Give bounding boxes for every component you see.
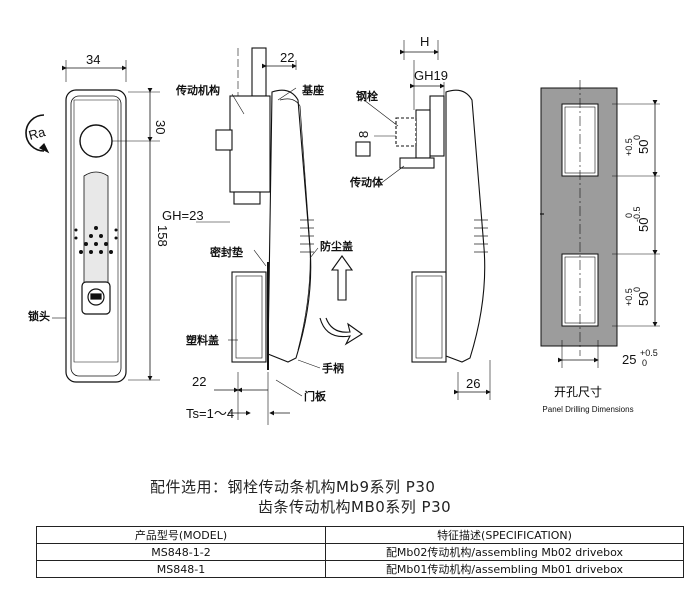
- tol-mid-plus: 0: [624, 213, 634, 218]
- side-view: [196, 47, 363, 425]
- panel-title-en: Panel Drilling Dimensions: [542, 405, 633, 414]
- label-drive-body: 传动体: [349, 175, 384, 189]
- front-view: [25, 60, 160, 383]
- dim-50-bottom: 50: [636, 292, 651, 306]
- dim-30: 30: [153, 120, 168, 134]
- dim-ts: Ts=1～4: [186, 406, 234, 421]
- table-row: MS848-1 配Mb01传动机构/assembling Mb01 driveb…: [36, 560, 684, 578]
- panel-drilling: [540, 80, 660, 368]
- label-door-panel: 门板: [304, 389, 327, 403]
- dim-50-mid: 50: [636, 218, 651, 232]
- accessories-line-2: 齿条传动机构MB0系列 P30: [258, 498, 452, 516]
- rotation-ra: Ra: [27, 124, 48, 143]
- dim-8: 8: [356, 131, 371, 138]
- cell-spec: 配Mb02传动机构/assembling Mb02 drivebox: [325, 543, 684, 561]
- dim-158: 158: [155, 225, 170, 247]
- cell-model: MS848-1-2: [36, 543, 326, 561]
- dim-22-top: 22: [280, 50, 294, 65]
- dim-26: 26: [466, 376, 480, 391]
- tol-mid-minus: -0.5: [632, 206, 642, 222]
- front-dots: [74, 226, 118, 254]
- rack-view: [355, 40, 491, 400]
- label-plastic-cover: 塑料盖: [186, 333, 219, 347]
- dim-h: H: [420, 34, 429, 49]
- label-drive-mechanism: 传动机构: [175, 83, 220, 97]
- dim-gh19: GH19: [414, 68, 448, 83]
- tol-bot-minus: 0: [632, 287, 642, 292]
- dim-width-34: 34: [86, 52, 100, 67]
- dim-25: 25: [622, 352, 636, 367]
- label-seal: 密封垫: [210, 245, 243, 259]
- tol-top-plus: +0.5: [624, 138, 634, 156]
- label-lock-head: 锁头: [28, 309, 50, 323]
- label-base: 基座: [301, 83, 324, 97]
- column-header-model: 产品型号(MODEL): [36, 526, 326, 544]
- tol-width-plus: +0.5: [640, 348, 658, 358]
- table-header-row: 产品型号(MODEL) 特征描述(SPECIFICATION): [36, 526, 684, 544]
- cell-model: MS848-1: [36, 560, 326, 578]
- dim-22-bottom: 22: [192, 374, 206, 389]
- tol-width-minus: 0: [642, 358, 647, 368]
- label-steel-bolt: 钢栓: [356, 89, 378, 103]
- label-handle: 手柄: [322, 361, 344, 375]
- panel-title-cn: 开孔尺寸: [554, 385, 602, 399]
- dim-gh-23: GH=23: [162, 208, 204, 223]
- accessories-line-1: 配件选用：钢栓传动条机构Mb9系列 P30: [150, 478, 436, 496]
- label-dust-cover: 防尘盖: [320, 239, 353, 253]
- dim-50-top: 50: [636, 140, 651, 154]
- table-row: MS848-1-2 配Mb02传动机构/assembling Mb02 driv…: [36, 543, 684, 561]
- column-header-spec: 特征描述(SPECIFICATION): [325, 526, 684, 544]
- technical-drawing: 34 30 158 Ra 锁头: [25, 34, 660, 425]
- spec-table: 产品型号(MODEL) 特征描述(SPECIFICATION) MS848-1-…: [36, 526, 684, 578]
- tol-top-minus: 0: [632, 135, 642, 140]
- cell-spec: 配Mb01传动机构/assembling Mb01 drivebox: [325, 560, 684, 578]
- tol-bot-plus: +0.5: [624, 288, 634, 306]
